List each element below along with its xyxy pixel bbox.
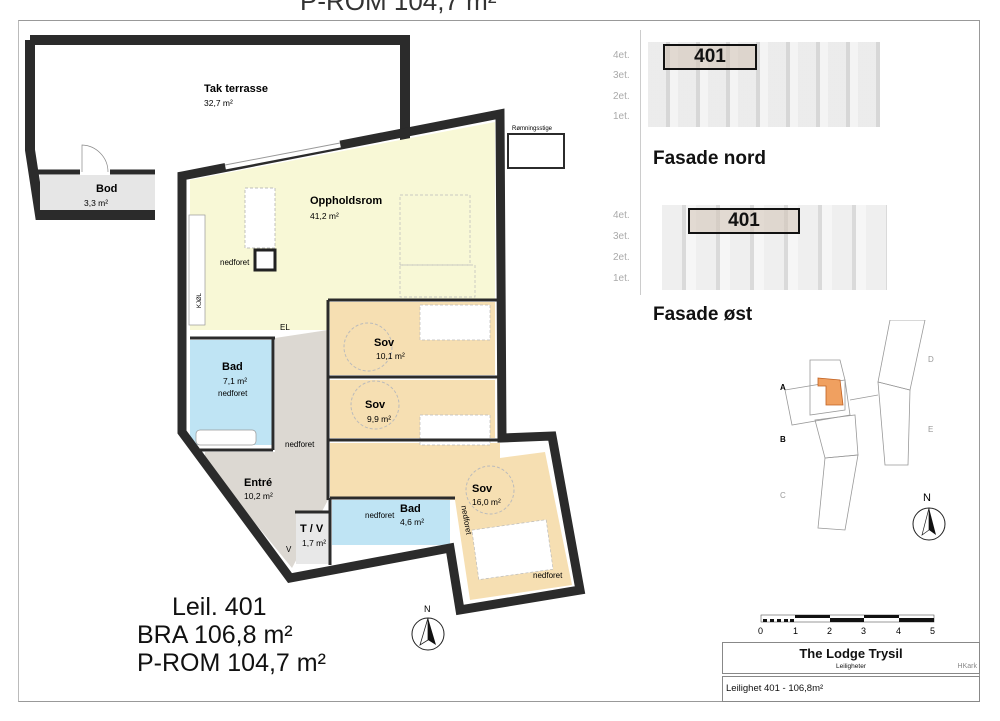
prom-area: P-ROM 104,7 m² [137, 649, 326, 677]
floor-label: 3et. [613, 231, 630, 242]
facade-north-unit-tag: 401 [663, 44, 757, 70]
nedforet-note: nedforet [285, 440, 315, 449]
firm-name: HKark [957, 663, 977, 670]
keyplan-north-arrow-icon [912, 507, 946, 541]
terrace-area: 32,7 m² [204, 98, 233, 108]
bed1-area: 10,1 m² [376, 351, 405, 361]
facade-east-unit-tag: 401 [688, 208, 800, 234]
north-label: N [424, 604, 431, 614]
scale-tick: 4 [896, 626, 901, 636]
terrace-wall [25, 35, 410, 220]
entry-name: Entré [244, 477, 272, 489]
escape-ladder [507, 133, 565, 169]
interior-walls [190, 298, 500, 565]
scale-bar: 0 1 2 3 4 5 [758, 614, 935, 636]
sofa [399, 264, 476, 298]
bod-door [81, 144, 109, 173]
entry-hall [205, 330, 328, 568]
bed-3 [471, 519, 554, 581]
keyplan-label: C [780, 491, 786, 500]
bathroom-1 [190, 340, 272, 445]
scale-tick: 1 [793, 626, 798, 636]
living-room [190, 122, 495, 330]
bod-name: Bod [96, 183, 117, 195]
bed1-name: Sov [374, 337, 395, 349]
bath2-name: Bad [400, 503, 421, 515]
facade-north-title: Fasade nord [653, 148, 766, 169]
nedforet-note: nedforet [533, 571, 563, 580]
fridge-label: KJØL [197, 292, 203, 308]
bod-room [40, 175, 155, 210]
floor-label: 1et. [613, 273, 630, 284]
floor-label: 2et. [613, 252, 630, 263]
cropped-title: P-ROM 104,7 m² [300, 0, 497, 16]
terrace-name: Tak terrasse [204, 83, 268, 95]
scale-tick: 2 [827, 626, 832, 636]
living-area: 41,2 m² [310, 211, 339, 221]
bed-1 [419, 304, 491, 341]
title-block: The Lodge Trysil Leiligheter HKark [722, 642, 980, 674]
bra-area: BRA 106,8 m² [137, 621, 293, 649]
bod-area: 3,3 m² [84, 198, 108, 208]
scale-tick: 3 [861, 626, 866, 636]
floor-plan: Rømningsstige Tak terrasse 32,7 m² Bod 3… [25, 35, 586, 651]
scale-tick: 5 [930, 626, 935, 636]
nedforet-note: nedforet [218, 389, 248, 398]
nedforet-note: nedforet [220, 258, 250, 267]
exterior-wall [177, 108, 586, 616]
bath1-area: 7,1 m² [223, 376, 247, 386]
keyplan-unit-highlight [817, 377, 844, 406]
drawing-frame [18, 20, 980, 702]
facade-east-title: Fasade øst [653, 304, 753, 325]
bed2-name: Sov [365, 399, 386, 411]
bathtub [195, 429, 257, 446]
project-name: The Lodge Trysil [799, 646, 903, 661]
dining-table [244, 187, 276, 249]
bathroom-2 [332, 500, 450, 545]
keyplan-label: D [928, 355, 934, 364]
key-plan: A B C D E N [780, 320, 946, 541]
entry-area: 10,2 m² [244, 491, 273, 501]
north-arrow-icon [411, 617, 445, 651]
bed2-area: 9,9 m² [367, 414, 391, 424]
wc-room [296, 512, 330, 564]
keyplan-label: B [780, 435, 786, 444]
sheet-label-box: Leilighet 401 - 106,8m² [722, 676, 980, 702]
tv-name: T / V [300, 523, 324, 535]
floor-label: 4et. [613, 210, 630, 221]
column [253, 248, 277, 272]
kitchen-counter [188, 214, 206, 326]
floor-label: 1et. [613, 111, 630, 122]
bed3-name: Sov [472, 483, 493, 495]
escape-ladder-label: Rømningsstige [512, 126, 553, 132]
project-subtitle: Leiligheter [836, 663, 866, 670]
nedforet-note: nedforet [365, 511, 395, 520]
scale-tick: 0 [758, 626, 763, 636]
unit-number: Leil. 401 [172, 593, 267, 621]
bath2-area: 4,6 m² [400, 517, 424, 527]
keyplan-buildings [784, 320, 926, 531]
tv-area: 1,7 m² [302, 538, 326, 548]
el-label: EL [280, 323, 290, 332]
floor-label: 2et. [613, 91, 630, 102]
facade-divider [640, 30, 641, 295]
floor-label: 4et. [613, 50, 630, 61]
v-label: V [286, 545, 292, 554]
window [224, 142, 341, 166]
living-name: Oppholdsrom [310, 195, 382, 207]
bed3-area: 16,0 m² [472, 497, 501, 507]
sheet-label: Leilighet 401 - 106,8m² [726, 683, 824, 694]
keyplan-label: A [780, 383, 786, 392]
keyplan-label: E [928, 425, 933, 434]
floor-label: 3et. [613, 70, 630, 81]
bath1-name: Bad [222, 361, 243, 373]
keyplan-north-label: N [923, 492, 931, 504]
